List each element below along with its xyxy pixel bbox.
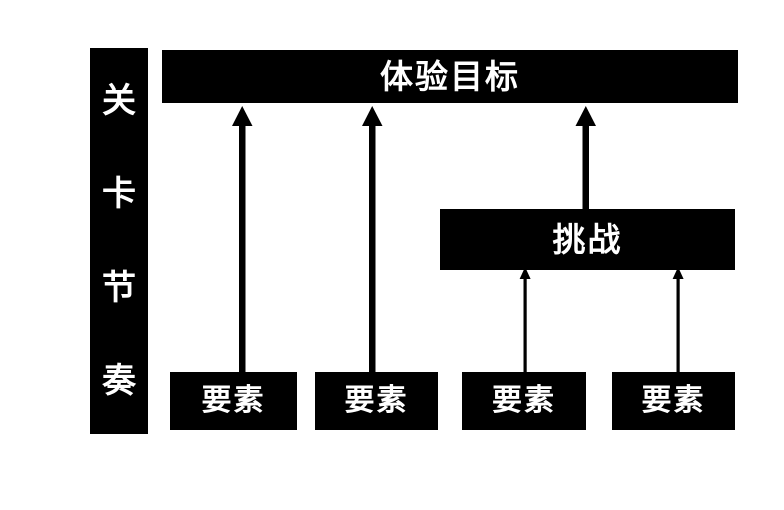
phase-axis-char-3: 节 — [102, 267, 136, 308]
element-label-3: 要素 — [492, 383, 556, 418]
element-box-4: 要素 — [612, 372, 735, 430]
challenge-label: 挑战 — [552, 220, 623, 259]
element-box-3: 要素 — [462, 372, 586, 430]
arrow-challenge-to-goal — [575, 106, 596, 211]
element-box-1: 要素 — [170, 372, 297, 430]
phase-axis-char-4: 奏 — [102, 361, 136, 402]
phase-axis-char-2: 卡 — [102, 174, 136, 215]
arrow-element1-to-goal — [232, 106, 253, 374]
arrow-element4-to-challenge — [672, 267, 684, 374]
element-label-2: 要素 — [344, 383, 409, 418]
arrow-element2-to-goal — [362, 106, 383, 374]
experience-goal-bar: 体验目标 — [162, 50, 738, 103]
element-label-1: 要素 — [201, 383, 266, 418]
challenge-bar: 挑战 — [440, 209, 735, 270]
phase-axis-char-1: 关 — [102, 80, 136, 121]
experience-goal-label: 体验目标 — [380, 57, 520, 96]
arrow-element3-to-challenge — [519, 267, 531, 374]
element-label-4: 要素 — [641, 383, 706, 418]
element-box-2: 要素 — [315, 372, 438, 430]
phase-axis-bar: 关 卡 节 奏 — [90, 48, 148, 434]
